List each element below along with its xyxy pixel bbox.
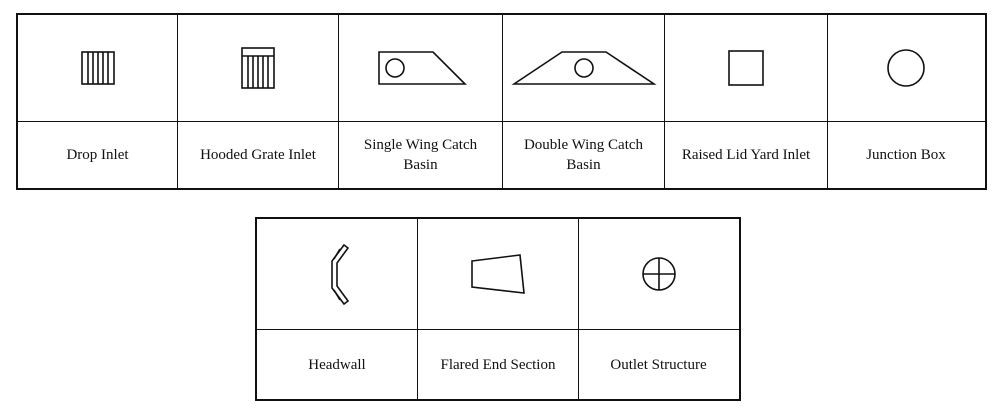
icon-row (18, 15, 985, 122)
flared-end-section-icon (471, 254, 525, 294)
label-row: Headwall Flared End Section Outlet Struc… (257, 330, 739, 399)
headwall-icon (331, 243, 350, 306)
cell-raised-lid-yard-inlet-icon (665, 15, 828, 121)
label-raised-lid-yard-inlet: Raised Lid Yard Inlet (665, 122, 828, 188)
junction-box-icon (887, 49, 925, 87)
outlet-structure-icon (641, 257, 676, 291)
label-outlet-structure: Outlet Structure (610, 356, 707, 373)
drop-inlet-icon (80, 51, 115, 85)
label-hooded-grate-inlet: Hooded Grate Inlet (178, 122, 339, 188)
label-row: Drop Inlet Hooded Grate Inlet Single Win… (18, 122, 985, 188)
single-wing-catch-basin-icon (377, 51, 467, 85)
structure-legend-top: Drop Inlet Hooded Grate Inlet Single Win… (16, 13, 987, 190)
cell-double-wing-catch-basin-icon (503, 15, 665, 121)
cell-headwall-icon (257, 219, 418, 329)
cell-drop-inlet-icon (18, 15, 178, 121)
raised-lid-yard-inlet-icon (728, 50, 764, 86)
structure-legend-bottom: Headwall Flared End Section Outlet Struc… (255, 217, 741, 401)
cell-hooded-grate-inlet-icon (178, 15, 339, 121)
label-junction-box: Junction Box (866, 147, 946, 163)
label-double-wing-catch-basin: Double Wing Catch Basin (503, 122, 665, 188)
cell-single-wing-catch-basin-icon (339, 15, 503, 121)
hooded-grate-inlet-icon (241, 47, 275, 89)
cell-flared-end-section-icon (418, 219, 579, 329)
label-flared-end-section: Flared End Section (418, 330, 579, 399)
double-wing-catch-basin-icon (510, 51, 657, 85)
label-headwall: Headwall (257, 330, 418, 399)
label-single-wing-catch-basin: Single Wing Catch Basin (339, 122, 503, 188)
cell-junction-box-icon (828, 15, 984, 121)
icon-row (257, 219, 739, 330)
label-drop-inlet: Drop Inlet (18, 122, 178, 188)
cell-outlet-structure-icon (579, 219, 738, 329)
